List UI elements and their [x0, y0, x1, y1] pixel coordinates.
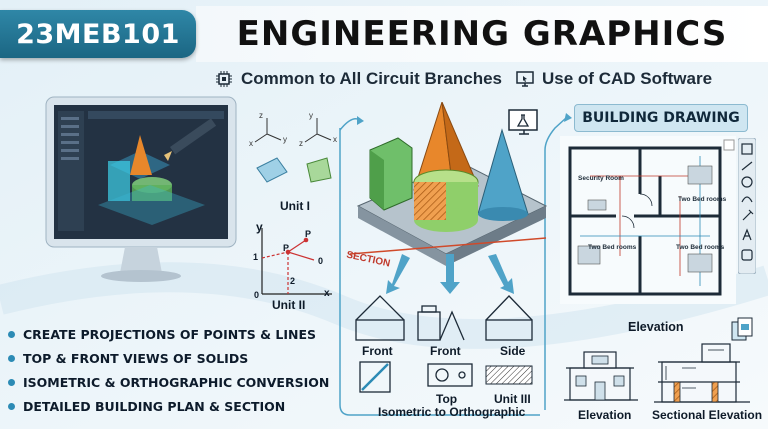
graph-p2-label: P: [305, 229, 312, 239]
list-item-text: DETAILED BUILDING PLAN & SECTION: [23, 398, 286, 414]
unit2-label: Unit II: [272, 298, 306, 312]
security-room-label: Security Room: [578, 175, 624, 182]
bullet-dot: [8, 402, 15, 410]
elevation-label: Elevation: [628, 320, 684, 334]
bedroom-label-3: Two Bed rooms: [676, 244, 725, 251]
elevation-drawing: [564, 351, 638, 401]
view-top-label: Top: [436, 392, 458, 406]
projection-views: [355, 295, 533, 341]
graph-x-label: x: [324, 288, 330, 299]
cad-toolbar: [738, 138, 756, 274]
iso-ortho-views: [359, 361, 533, 393]
sectional-elevation-drawing: [654, 343, 750, 403]
list-item-text: TOP & FRONT VIEWS OF SOLIDS: [23, 350, 249, 366]
subtitle-right: Use of CAD Software: [542, 69, 713, 88]
svg-text:x: x: [249, 139, 253, 148]
cad-monitor-illustration: [45, 96, 237, 282]
graph-zero-label: 0: [254, 290, 260, 300]
sectional-elevation-label: Sectional Elevation: [652, 408, 763, 422]
list-item: DETAILED BUILDING PLAN & SECTION: [8, 394, 338, 418]
subtitle-row: Common to All Circuit Branches Use of CA…: [215, 66, 760, 92]
unit1-axes-drawing: z y x y x z: [249, 111, 337, 183]
bedroom-label-2: Two Bed rooms: [588, 244, 637, 251]
view-side-label: Side: [500, 344, 526, 358]
elevation-small-label: Elevation: [578, 408, 632, 422]
monitor-icon: [516, 71, 534, 87]
view-front-1-label: Front: [362, 344, 393, 358]
projection-arrows: [386, 254, 514, 294]
unit3-label: Unit III: [494, 392, 531, 406]
bullet-dot: [8, 330, 15, 338]
iso-to-ortho-label: Isometric to Orthographic: [378, 405, 526, 419]
topics-list: CREATE PROJECTIONS OF POINTS & LINES TOP…: [8, 322, 338, 418]
floor-plan: [560, 136, 736, 304]
list-item: TOP & FRONT VIEWS OF SOLIDS: [8, 346, 338, 370]
graph-p-label: P: [283, 243, 290, 253]
list-item: ISOMETRIC & ORTHOGRAPHIC CONVERSION: [8, 370, 338, 394]
list-item-text: CREATE PROJECTIONS OF POINTS & LINES: [23, 326, 317, 342]
svg-text:x: x: [333, 135, 337, 144]
graph-y-label: y: [256, 220, 263, 234]
solids-illustration: [350, 102, 548, 266]
graph-two-label: 2: [290, 276, 296, 286]
bedroom-label-1: Two Bed rooms: [678, 196, 727, 203]
unit1-label: Unit I: [280, 199, 310, 213]
list-item-text: ISOMETRIC & ORTHOGRAPHIC CONVERSION: [23, 374, 330, 390]
course-code-badge: 23MEB101: [0, 10, 196, 58]
graph-one-label: 1: [253, 252, 259, 262]
title-band: ENGINEERING GRAPHICS: [196, 6, 768, 62]
copy-icon: [731, 317, 753, 341]
svg-text:y: y: [309, 111, 313, 120]
main-title: ENGINEERING GRAPHICS: [236, 14, 728, 54]
graph-o-label: 0: [318, 256, 324, 266]
subtitle-left: Common to All Circuit Branches: [241, 69, 503, 88]
unit2-graph: [261, 228, 332, 295]
bullet-dot: [8, 354, 15, 362]
svg-text:z: z: [299, 139, 303, 148]
building-drawing-header: BUILDING DRAWING: [574, 104, 748, 132]
chip-icon: [216, 71, 232, 87]
bullet-dot: [8, 378, 15, 386]
pencil-icon: [164, 118, 217, 161]
svg-text:y: y: [283, 135, 287, 144]
svg-text:z: z: [259, 111, 263, 120]
flask-monitor-icon: [508, 109, 538, 135]
view-front-2-label: Front: [430, 344, 461, 358]
list-item: CREATE PROJECTIONS OF POINTS & LINES: [8, 322, 338, 346]
